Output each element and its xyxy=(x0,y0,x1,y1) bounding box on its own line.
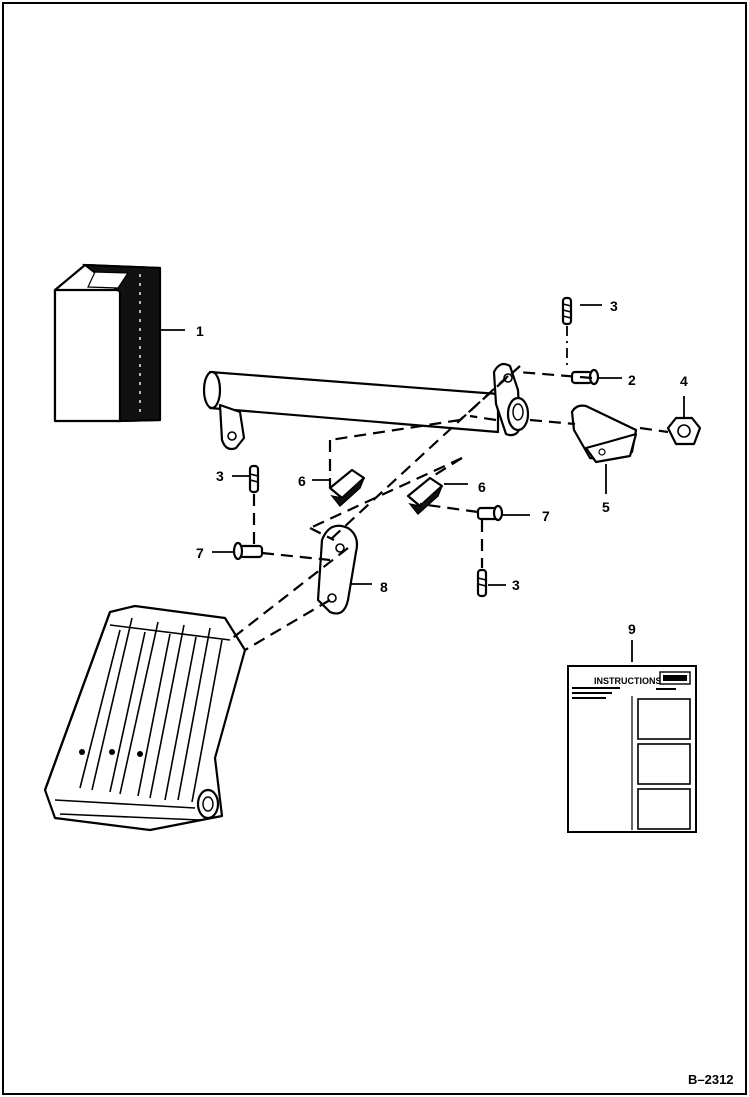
step-platform-casting xyxy=(43,604,247,832)
part-5-bracket xyxy=(570,404,638,464)
part-1-counterweight xyxy=(53,263,162,423)
part-6-spacer-right xyxy=(406,476,444,516)
part-3-bolt-left xyxy=(248,464,260,494)
callout-3-left: 3 xyxy=(216,468,224,484)
part-7-pin-left xyxy=(232,541,264,561)
part-9-instruction-decal: INSTRUCTIONS xyxy=(567,665,697,833)
callout-4: 4 xyxy=(680,373,688,389)
callout-1: 1 xyxy=(196,323,204,339)
part-4-nut xyxy=(666,416,702,446)
figure-number: B–2312 xyxy=(688,1072,734,1087)
callout-8: 8 xyxy=(380,579,388,595)
part-6-spacer-left xyxy=(328,468,366,508)
part-3-bolt-top xyxy=(561,296,573,326)
part-3-bolt-bottom xyxy=(476,568,488,598)
assembly-lines xyxy=(229,326,669,651)
callout-6-right: 6 xyxy=(478,479,486,495)
decal-title: INSTRUCTIONS xyxy=(594,676,662,686)
callout-leaders xyxy=(160,304,685,662)
callout-7-left: 7 xyxy=(196,545,204,561)
callout-5: 5 xyxy=(602,499,610,515)
part-8-link-plate xyxy=(316,524,359,615)
callout-7-right: 7 xyxy=(542,508,550,524)
support-tube xyxy=(202,362,530,451)
callout-6-left: 6 xyxy=(298,473,306,489)
callout-3-top: 3 xyxy=(610,298,618,314)
callout-3-bottom: 3 xyxy=(512,577,520,593)
part-7-pin-right xyxy=(476,504,504,522)
callout-9: 9 xyxy=(628,621,636,637)
callout-2: 2 xyxy=(628,372,636,388)
